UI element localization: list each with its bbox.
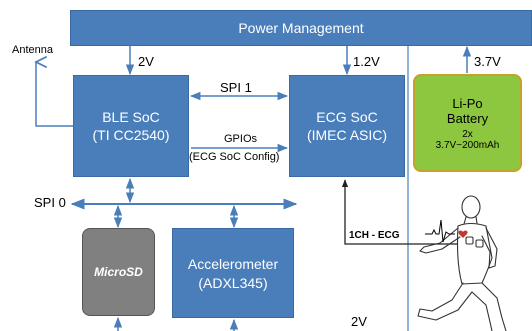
- battery-line3: 2x: [462, 128, 473, 140]
- battery-block: Li-Po Battery 2x 3.7V~200mAh: [413, 74, 522, 172]
- ecg-soc-part: (IMEC ASIC): [306, 127, 388, 143]
- accelerometer-name: Accelerometer: [187, 255, 279, 272]
- microsd-block: MicroSD: [82, 228, 155, 316]
- battery-line4: 3.7V~200mAh: [435, 139, 500, 151]
- ecg-waveform-icon: [425, 219, 455, 243]
- heart-icon: [458, 230, 468, 238]
- wire-ecg-signal: [341, 179, 470, 245]
- accelerometer-block: Accelerometer (ADXL345): [172, 228, 294, 318]
- spi1-label: SPI 1: [220, 80, 252, 95]
- voltage-bottom-label: 2V: [351, 314, 367, 329]
- ble-soc-block: BLE SoC (TI CC2540): [73, 75, 189, 177]
- gpios-config-label: (ECG SoC Config): [189, 151, 280, 163]
- ecg-channel-label: 1CH - ECG: [349, 230, 400, 241]
- ble-soc-name: BLE SoC: [102, 109, 160, 125]
- antenna-label: Antenna: [12, 44, 53, 56]
- voltage-ecg-label: 1.2V: [353, 54, 380, 69]
- battery-line1: Li-Po: [452, 95, 483, 111]
- ecg-soc-name: ECG SoC: [316, 109, 378, 125]
- power-management-label: Power Management: [238, 20, 364, 36]
- voltage-battery-label: 3.7V: [474, 54, 501, 69]
- runner-figure: [417, 195, 507, 331]
- spi0-label: SPI 0: [34, 195, 66, 210]
- voltage-ble-label: 2V: [138, 54, 154, 69]
- ble-soc-part: (TI CC2540): [92, 127, 170, 143]
- accelerometer-part: (ADXL345): [198, 274, 268, 291]
- microsd-label: MicroSD: [94, 265, 143, 279]
- antenna-wire: [36, 62, 73, 127]
- ecg-soc-block: ECG SoC (IMEC ASIC): [289, 75, 405, 177]
- gpios-label: GPIOs: [224, 133, 258, 145]
- power-management-block: Power Management: [70, 10, 532, 46]
- battery-line2: Battery: [446, 110, 489, 126]
